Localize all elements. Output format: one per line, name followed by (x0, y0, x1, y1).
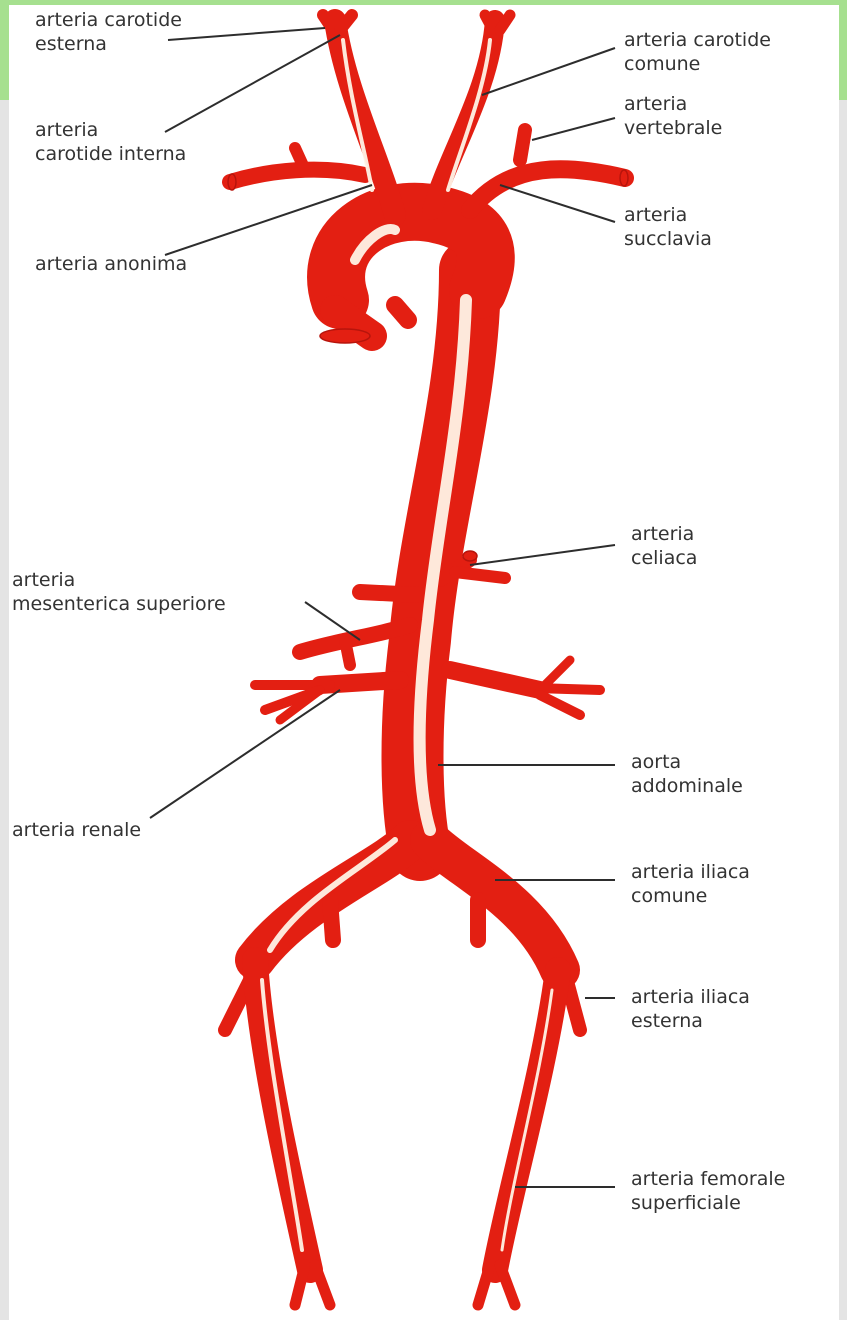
left-external-carotid (485, 15, 493, 30)
label-line: arteria anonima (35, 252, 187, 276)
left-common-iliac (430, 840, 560, 970)
label-arteria-mesenterica-superiore: arteria mesenterica superiore (12, 568, 226, 616)
mesenteric-stub-left (360, 592, 420, 595)
label-aorta-addominale: aorta addominale (631, 750, 743, 798)
leader-succlavia (500, 185, 615, 222)
label-line: comune (624, 52, 771, 76)
leader-carotide-comune (482, 48, 615, 95)
left-ext-iliac-bump (568, 985, 580, 1030)
right-subclavian-end (228, 174, 236, 190)
label-arteria-carotide-comune: arteria carotide comune (624, 28, 771, 76)
left-renal-artery (450, 670, 540, 690)
label-line: vertebrale (624, 116, 722, 140)
label-line: aorta (631, 750, 743, 774)
right-foot-a (295, 1265, 305, 1305)
pulmonary-stub (395, 305, 408, 320)
sm-branch (345, 640, 350, 665)
label-line: arteria iliaca (631, 860, 750, 884)
label-arteria-carotide-esterna: arteria carotide esterna (35, 8, 182, 56)
right-foot-b (315, 1265, 330, 1305)
right-internal-iliac (330, 900, 333, 940)
label-line: esterna (631, 1009, 750, 1033)
aortic-root-opening (320, 329, 370, 343)
label-arteria-renale: arteria renale (12, 818, 141, 842)
label-arteria-succlavia: arteria succlavia (624, 203, 712, 251)
label-line: arteria iliaca (631, 985, 750, 1009)
celiac-branch (455, 572, 505, 578)
label-arteria-vertebrale: arteria vertebrale (624, 92, 722, 140)
right-subclavian (230, 170, 365, 182)
label-line: arteria (35, 118, 186, 142)
label-line: succlavia (624, 227, 712, 251)
left-subclavian-end (620, 170, 628, 186)
label-line: mesenterica superiore (12, 592, 226, 616)
label-line: arteria (624, 203, 712, 227)
label-line: comune (631, 884, 750, 908)
label-line: superficiale (631, 1191, 785, 1215)
left-foot-a (478, 1265, 490, 1305)
label-line: arteria femorale (631, 1167, 785, 1191)
label-line: arteria carotide (624, 28, 771, 52)
leader-mesenterica (305, 602, 360, 640)
leader-carotide-esterna (168, 28, 325, 40)
left-subclavian (470, 169, 625, 210)
label-line: arteria (631, 522, 697, 546)
leader-celiaca (470, 545, 615, 565)
femoral-highlight-left (502, 990, 552, 1250)
label-line: celiaca (631, 546, 697, 570)
leader-vertebrale (532, 118, 615, 140)
label-line: arteria carotide (35, 8, 182, 32)
left-vertebral (520, 130, 525, 160)
label-line: arteria (624, 92, 722, 116)
label-arteria-iliaca-comune: arteria iliaca comune (631, 860, 750, 908)
left-foot-b (500, 1265, 515, 1305)
label-arteria-femorale-superficiale: arteria femorale superficiale (631, 1167, 785, 1215)
label-line: arteria renale (12, 818, 141, 842)
label-arteria-iliaca-esterna: arteria iliaca esterna (631, 985, 750, 1033)
label-line: carotide interna (35, 142, 186, 166)
label-arteria-anonima: arteria anonima (35, 252, 187, 276)
label-arteria-carotide-interna: arteria carotide interna (35, 118, 186, 166)
leader-renale (150, 690, 340, 818)
left-common-carotid (432, 20, 495, 210)
label-line: arteria (12, 568, 226, 592)
label-arteria-celiaca: arteria celiaca (631, 522, 697, 570)
celiac-end (463, 551, 477, 561)
left-renal-branch-3 (540, 695, 580, 715)
leader-carotide-interna (165, 35, 340, 132)
label-line: esterna (35, 32, 182, 56)
label-line: addominale (631, 774, 743, 798)
